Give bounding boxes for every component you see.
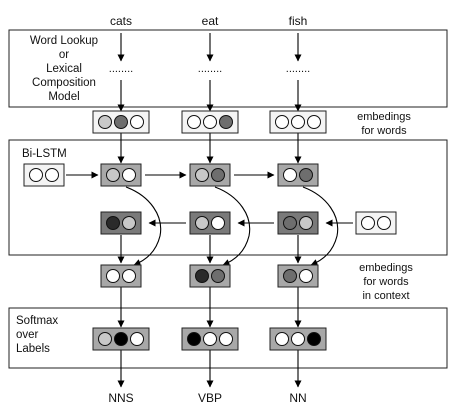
vector-unit <box>122 269 136 283</box>
edge-forward-to-context-eat <box>214 186 251 266</box>
vector-unit <box>283 269 297 283</box>
lookup-dots-eat: ........ <box>198 63 222 75</box>
context-embeddings-label-line-3: in context <box>362 290 409 302</box>
label-scores-eat <box>181 327 239 351</box>
vector-unit <box>45 168 59 182</box>
edges <box>66 33 353 388</box>
vector-unit <box>195 269 209 283</box>
vector-unit <box>291 332 305 346</box>
vector-unit <box>307 115 321 129</box>
edge-forward-to-context-fish <box>302 186 339 266</box>
lookup-dots-cats: ........ <box>109 63 133 75</box>
vector-unit <box>203 332 217 346</box>
context-embedding-eat <box>189 264 231 288</box>
word-embeddings-label-line-1: embedings <box>357 111 411 123</box>
vector-unit <box>219 115 233 129</box>
vector-unit <box>122 216 136 230</box>
lookup-label-line-4: Composition <box>32 77 96 89</box>
lookup-label-line-2: or <box>59 49 69 61</box>
label-scores-cats <box>92 327 150 351</box>
lstm-backward-eat <box>189 211 231 235</box>
softmax-label-line-3: Labels <box>16 343 50 355</box>
vector-unit <box>377 216 391 230</box>
lookup-label-line-1: Word Lookup <box>30 35 98 47</box>
vector-unit <box>195 216 209 230</box>
word-embedding-vectors <box>92 110 327 134</box>
context-embedding-fish <box>277 264 319 288</box>
vector-unit <box>283 216 297 230</box>
vector-unit <box>114 115 128 129</box>
vector-unit <box>130 332 144 346</box>
vector-unit <box>203 115 217 129</box>
vector-unit <box>211 216 225 230</box>
vector-unit <box>275 332 289 346</box>
context-embeddings-label-line-1: embedings <box>359 262 413 274</box>
vector-unit <box>299 269 313 283</box>
context-embeddings-label-line-2: for words <box>363 276 409 288</box>
vector-unit <box>299 216 313 230</box>
label-scores-fish <box>269 327 327 351</box>
vector-unit <box>29 168 43 182</box>
context-embedding-vectors <box>100 264 319 288</box>
vector-unit <box>130 115 144 129</box>
word-embeddings-label-line-2: for words <box>361 125 407 137</box>
word-embedding-fish <box>269 110 327 134</box>
label-score-vectors <box>92 327 327 351</box>
lstm-forward-eat <box>189 163 231 187</box>
lstm-init-backward <box>355 211 397 235</box>
vector-unit <box>187 332 201 346</box>
vector-unit <box>211 168 225 182</box>
lookup-panel <box>8 29 448 108</box>
word-embedding-eat <box>181 110 239 134</box>
vector-unit <box>106 269 120 283</box>
vector-unit <box>219 332 233 346</box>
vector-unit <box>195 168 209 182</box>
edge-forward-to-context-cats <box>125 186 162 266</box>
vector-unit <box>106 216 120 230</box>
vector-unit <box>106 168 120 182</box>
lstm-forward-fish <box>277 163 319 187</box>
lstm-backward-cats <box>100 211 142 235</box>
vector-unit <box>98 115 112 129</box>
lstm-init-forward <box>23 163 65 187</box>
vector-unit <box>299 168 313 182</box>
lookup-label-line-5: Model <box>48 91 79 103</box>
vector-unit <box>361 216 375 230</box>
lstm-forward-vectors <box>23 163 319 187</box>
lstm-forward-cats <box>100 163 142 187</box>
vector-unit <box>98 332 112 346</box>
vector-unit <box>275 115 289 129</box>
tag-nns: NNS <box>108 391 133 405</box>
vector-unit <box>122 168 136 182</box>
bilstm-label: Bi-LSTM <box>22 148 67 160</box>
lstm-backward-vectors <box>100 211 397 235</box>
word-eat: eat <box>202 14 219 28</box>
tag-vbp: VBP <box>198 391 222 405</box>
softmax-label-line-2: over <box>16 329 39 341</box>
context-embedding-cats <box>100 264 142 288</box>
lstm-backward-fish <box>277 211 319 235</box>
softmax-label-line-1: Softmax <box>16 315 58 327</box>
word-embedding-cats <box>92 110 150 134</box>
vector-unit <box>211 269 225 283</box>
vector-unit <box>283 168 297 182</box>
lookup-label-line-3: Lexical <box>46 63 82 75</box>
lookup-dots-fish: ........ <box>286 63 310 75</box>
tag-nn: NN <box>289 391 306 405</box>
vector-unit <box>291 115 305 129</box>
word-cats: cats <box>110 14 132 28</box>
vector-unit <box>187 115 201 129</box>
bilstm-panel <box>8 139 448 256</box>
vector-unit <box>114 332 128 346</box>
word-fish: fish <box>289 14 308 28</box>
vector-unit <box>307 332 321 346</box>
